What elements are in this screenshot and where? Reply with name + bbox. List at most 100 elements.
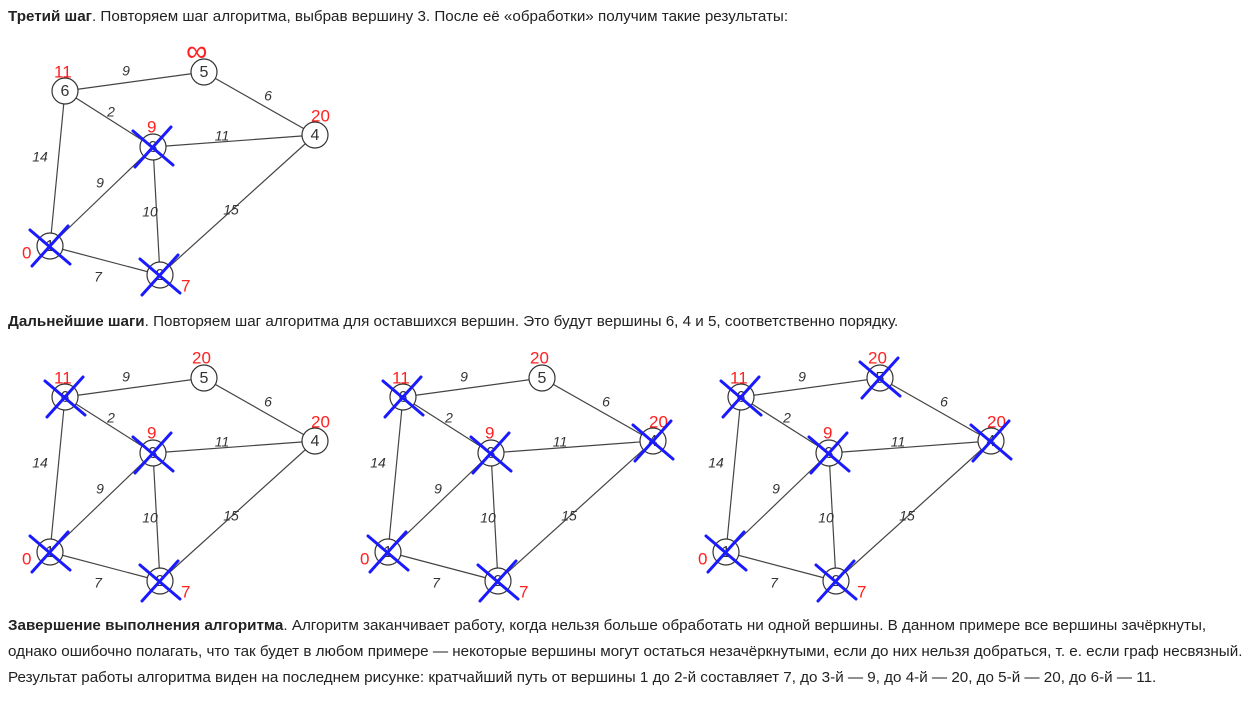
edge-weight-6-3: 2 bbox=[106, 104, 115, 120]
cross-mark-2 bbox=[476, 559, 520, 603]
edge-weight-6-3: 2 bbox=[444, 410, 453, 426]
edge-6-3 bbox=[740, 396, 830, 454]
finish-paragraph: Завершение выполнения алгоритма. Алгорит… bbox=[8, 613, 1244, 691]
distance-label-6: 11 bbox=[730, 368, 748, 387]
edge-6-5 bbox=[64, 71, 205, 92]
node-4 bbox=[301, 427, 329, 455]
cross-mark-6 bbox=[381, 375, 425, 419]
cross-mark-3 bbox=[131, 125, 175, 169]
edge-weight-3-1: 9 bbox=[772, 481, 780, 497]
edge-6-1 bbox=[387, 396, 404, 553]
edge-5-4 bbox=[541, 377, 654, 442]
edge-weight-3-4: 11 bbox=[215, 434, 230, 450]
node-5 bbox=[190, 364, 218, 392]
edge-6-3 bbox=[64, 396, 154, 454]
distance-label-3: 9 bbox=[485, 423, 494, 442]
distance-label-6: 11 bbox=[392, 368, 410, 387]
edge-5-4 bbox=[879, 377, 992, 442]
edge-3-4 bbox=[152, 134, 316, 148]
further-paragraph: Дальнейшие шаги. Повторяем шаг алгоритма… bbox=[8, 309, 1238, 335]
edge-weight-1-2: 7 bbox=[94, 575, 103, 591]
cross-mark-3 bbox=[807, 431, 851, 475]
edge-weight-2-4: 15 bbox=[561, 508, 577, 524]
edge-weight-2-4: 15 bbox=[899, 508, 915, 524]
distance-label-2: 7 bbox=[857, 582, 866, 601]
edge-2-4 bbox=[835, 440, 992, 582]
cross-mark-2 bbox=[138, 253, 182, 297]
edge-1-2 bbox=[49, 245, 161, 276]
further-heading: Дальнейшие шаги bbox=[8, 313, 145, 330]
edge-weight-2-4: 15 bbox=[223, 202, 239, 218]
cross-mark-6 bbox=[43, 375, 87, 419]
node-6 bbox=[51, 77, 79, 105]
finish-text: . Алгоритм заканчивает работу, когда нел… bbox=[8, 617, 1243, 686]
edge-weight-3-2: 10 bbox=[142, 204, 158, 220]
node-label-5: 5 bbox=[200, 370, 209, 387]
edge-6-5 bbox=[740, 377, 881, 398]
edge-weight-3-1: 9 bbox=[434, 481, 442, 497]
edge-weight-6-3: 2 bbox=[106, 410, 115, 426]
cross-mark-3 bbox=[131, 431, 175, 475]
edge-weight-6-5: 9 bbox=[122, 369, 130, 385]
edge-3-4 bbox=[828, 440, 992, 454]
edge-6-3 bbox=[64, 90, 154, 148]
finish-heading: Завершение выполнения алгоритма bbox=[8, 617, 284, 634]
edge-1-2 bbox=[387, 551, 499, 582]
edge-weight-1-2: 7 bbox=[94, 269, 103, 285]
edge-3-2 bbox=[152, 146, 161, 276]
distance-label-5: 20 bbox=[530, 348, 549, 367]
distance-label-1: 0 bbox=[22, 549, 31, 568]
edge-6-5 bbox=[64, 377, 205, 398]
edge-weight-6-3: 2 bbox=[782, 410, 791, 426]
distance-label-2: 7 bbox=[181, 582, 190, 601]
distance-label-4: 20 bbox=[987, 412, 1006, 431]
node-label-5: 5 bbox=[538, 370, 547, 387]
edge-6-1 bbox=[49, 396, 66, 553]
edge-6-1 bbox=[49, 90, 66, 247]
edge-1-2 bbox=[49, 551, 161, 582]
edge-weight-6-5: 9 bbox=[798, 369, 806, 385]
edge-weight-5-4: 6 bbox=[264, 394, 272, 410]
cross-mark-1 bbox=[28, 530, 72, 574]
edge-3-2 bbox=[490, 452, 499, 582]
step3-heading: Третий шаг bbox=[8, 8, 92, 25]
graph-figure-step3: 921461191015712345607920∞11 bbox=[22, 35, 330, 297]
node-label-4: 4 bbox=[311, 433, 320, 450]
edge-5-4 bbox=[203, 377, 316, 442]
distance-label-1: 0 bbox=[360, 549, 369, 568]
node-label-4: 4 bbox=[311, 127, 320, 144]
graph-figure-step-4: 9214611910157123456079202011 bbox=[360, 348, 675, 603]
edge-2-4 bbox=[159, 440, 316, 582]
edge-weight-3-1: 9 bbox=[96, 481, 104, 497]
edge-3-2 bbox=[828, 452, 837, 582]
distance-label-3: 9 bbox=[823, 423, 832, 442]
edge-6-1 bbox=[725, 396, 742, 553]
edge-1-2 bbox=[725, 551, 837, 582]
edge-weight-3-1: 9 bbox=[96, 175, 104, 191]
distance-label-2: 7 bbox=[519, 582, 528, 601]
edge-weight-3-4: 11 bbox=[215, 128, 230, 144]
graph-figure-step-5: 9214611910157123456079202011 bbox=[698, 348, 1013, 603]
step3-paragraph: Третий шаг. Повторяем шаг алгоритма, выб… bbox=[8, 4, 1238, 30]
distance-label-5: 20 bbox=[868, 348, 887, 367]
edge-weight-3-4: 11 bbox=[553, 434, 568, 450]
edge-weight-6-1: 14 bbox=[370, 455, 386, 471]
edge-2-4 bbox=[497, 440, 654, 582]
distance-label-4: 20 bbox=[311, 412, 330, 431]
edge-weight-6-1: 14 bbox=[32, 455, 48, 471]
edge-3-1 bbox=[49, 452, 154, 553]
edge-3-4 bbox=[490, 440, 654, 454]
edge-3-4 bbox=[152, 440, 316, 454]
distance-label-1: 0 bbox=[22, 243, 31, 262]
distance-label-2: 7 bbox=[181, 276, 190, 295]
distance-label-4: 20 bbox=[311, 106, 330, 125]
cross-mark-2 bbox=[138, 559, 182, 603]
distance-label-1: 0 bbox=[698, 549, 707, 568]
cross-mark-4 bbox=[969, 419, 1013, 463]
distance-label-3: 9 bbox=[147, 117, 156, 136]
edge-weight-6-5: 9 bbox=[460, 369, 468, 385]
distance-label-6: 11 bbox=[54, 62, 72, 81]
edge-3-1 bbox=[49, 146, 154, 247]
distance-label-6: 11 bbox=[54, 368, 72, 387]
edge-weight-3-2: 10 bbox=[818, 510, 834, 526]
